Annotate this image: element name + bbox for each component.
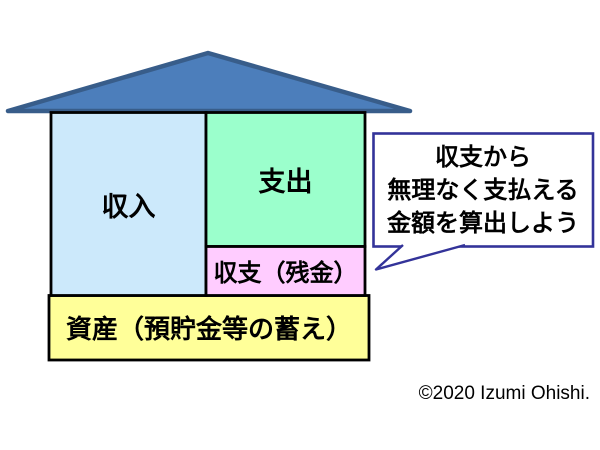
- roof-shape: [5, 50, 413, 114]
- income-box: [49, 111, 208, 297]
- balance-box: [204, 245, 367, 297]
- copyright-text: ©2020 Izumi Ohishi.: [418, 383, 590, 404]
- bubble-line-1: 収支から: [435, 143, 531, 171]
- expense-box: [204, 111, 367, 248]
- asset-box: [47, 294, 371, 362]
- speech-bubble-text: 収支から 無理なく支払える 金額を算出しよう: [373, 133, 593, 247]
- bubble-line-2: 無理なく支払える: [387, 176, 579, 204]
- speech-bubble-box: [372, 132, 595, 248]
- speech-bubble-tail: [374, 243, 466, 271]
- bubble-line-3: 金額を算出しよう: [387, 209, 579, 237]
